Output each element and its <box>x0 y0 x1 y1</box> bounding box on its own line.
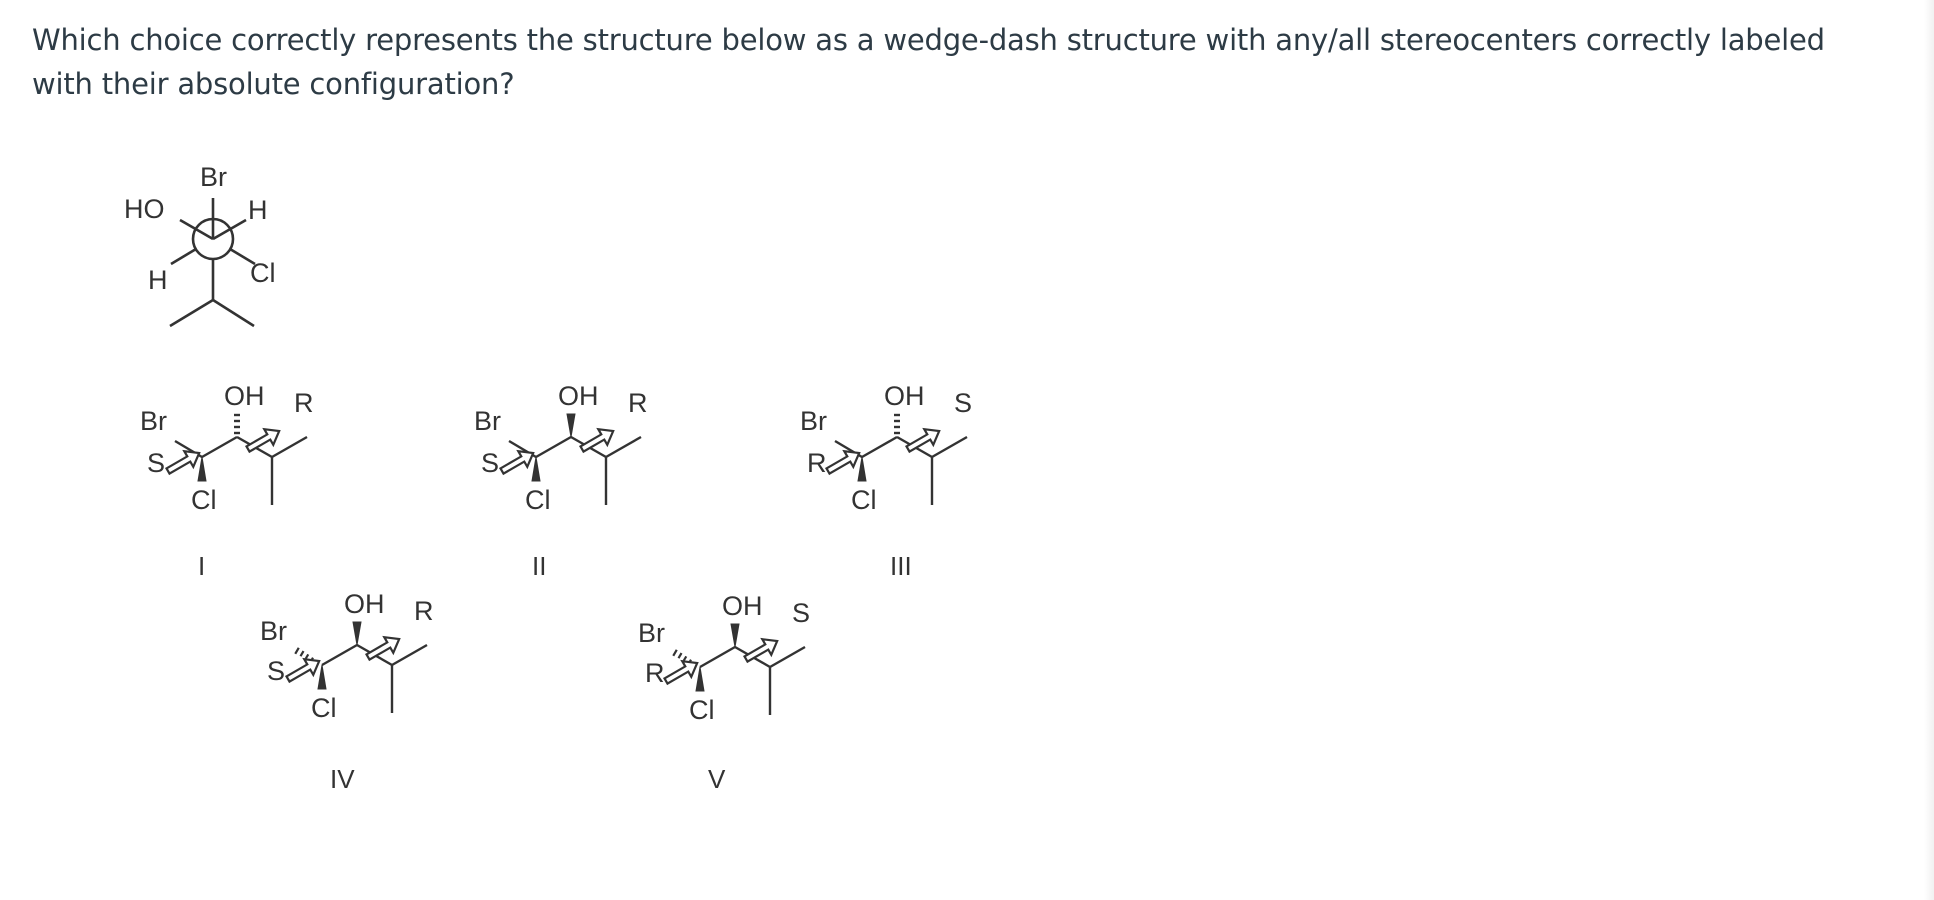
bond-c2-c3 <box>699 645 736 669</box>
c3-config-label: R <box>294 388 314 418</box>
wedge-bond-cl <box>857 456 867 482</box>
c2-config-arrow <box>660 654 703 690</box>
br-label: Br <box>800 406 827 436</box>
newman-back-bond-left <box>170 247 197 266</box>
question-text: Which choice correctly represents the st… <box>32 23 1825 101</box>
c2-config-arrow <box>282 652 325 688</box>
br-label: Br <box>474 406 501 436</box>
choice-numeral: I <box>198 551 205 581</box>
newman-back-right-label: Cl <box>250 258 276 288</box>
c2-config-label: S <box>481 448 499 478</box>
dashed-bond-oh <box>894 413 900 435</box>
page-edge-shadow <box>1924 0 1934 900</box>
newman-front-left-label: HO <box>124 194 165 224</box>
wedge-bond-cl <box>317 664 327 690</box>
br-label: Br <box>260 616 287 646</box>
wedge-bond-oh <box>352 621 362 646</box>
bond-c2-c3 <box>861 435 898 459</box>
bond-c2-c3 <box>321 643 358 667</box>
cl-label: Cl <box>311 693 337 723</box>
c3-config-label: R <box>414 596 434 626</box>
newman-front-bond-right <box>212 218 247 241</box>
c2-config-label: R <box>807 448 827 478</box>
br-label: Br <box>638 618 665 648</box>
oh-label: OH <box>224 381 265 411</box>
wedge-bond-cl <box>531 456 541 482</box>
c2-config-label: S <box>147 448 165 478</box>
choice-numeral: III <box>890 551 912 581</box>
c2-config-label: S <box>267 656 285 686</box>
cl-label: Cl <box>525 485 551 515</box>
choices-layer: BrClOHSRIBrClOHSRIIBrClOHRSIIIBrClOHSRIV… <box>140 381 972 794</box>
newman-isopropyl-left <box>169 298 214 328</box>
bond-c4-methyl <box>391 643 428 667</box>
c2-config-arrow <box>162 444 205 480</box>
bond-c2-c3 <box>535 435 572 459</box>
choice-numeral: II <box>532 551 546 581</box>
c2-config-arrow <box>496 444 539 480</box>
wedge-bond-oh <box>730 623 740 648</box>
newman-front-top-label: Br <box>200 162 227 192</box>
choice-numeral: IV <box>330 764 355 794</box>
bond-c4-methyl <box>605 435 642 459</box>
newman-front-right-label: H <box>248 195 268 225</box>
c3-config-label: S <box>792 598 810 628</box>
wedge-bond-cl <box>197 456 207 482</box>
oh-label: OH <box>722 591 763 621</box>
cl-label: Cl <box>851 485 877 515</box>
newman-back-bond-right <box>229 247 256 266</box>
newman-isopropyl-right <box>212 298 255 328</box>
cl-label: Cl <box>689 695 715 725</box>
c3-config-label: S <box>954 388 972 418</box>
wedge-bond-cl <box>695 666 705 692</box>
bond-c2-c3 <box>201 435 238 459</box>
newman-back-left-label: H <box>148 265 168 295</box>
oh-label: OH <box>558 381 599 411</box>
bond-c4-methyl <box>931 435 968 459</box>
wedge-bond-oh <box>566 413 576 438</box>
oh-label: OH <box>884 381 925 411</box>
c3-config-label: R <box>628 388 648 418</box>
choice-numeral: V <box>708 764 726 794</box>
bond-c4-methyl <box>769 645 806 669</box>
newman-front-bond-left <box>179 218 214 241</box>
dashed-bond-oh <box>234 413 240 435</box>
br-label: Br <box>140 406 167 436</box>
newman-projection <box>169 198 256 328</box>
c2-config-arrow <box>822 444 865 480</box>
bond-c4-methyl <box>271 435 308 459</box>
c2-config-label: R <box>645 658 665 688</box>
oh-label: OH <box>344 589 385 619</box>
cl-label: Cl <box>191 485 217 515</box>
